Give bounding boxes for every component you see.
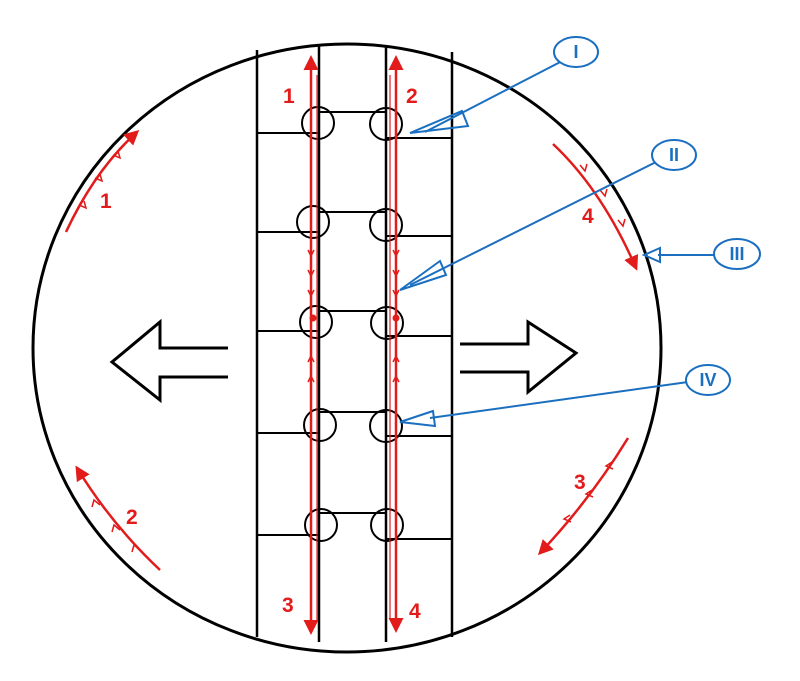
callout-label-4: IV (699, 370, 716, 390)
flow-label-top-right: 2 (406, 85, 418, 108)
callout-2: II (399, 139, 697, 291)
callout-4: IV (399, 364, 731, 428)
hollow-arrow-right-icon (460, 319, 579, 396)
edge-flows (64, 129, 639, 571)
edge-flow-upper-right (552, 143, 639, 271)
node-circle (296, 205, 330, 239)
center-dot (392, 314, 400, 322)
flow-label-arc-lower-left: 2 (126, 506, 138, 529)
flow-lines (303, 55, 404, 635)
flow-label-bottom-right: 4 (409, 600, 421, 623)
callout-label-2: II (669, 145, 679, 165)
edge-flow-upper-left (64, 129, 140, 233)
callout-1: I (409, 36, 599, 134)
center-dot (309, 314, 317, 322)
cell-grid-lines (257, 111, 452, 540)
callout-label-3: III (729, 244, 744, 264)
node-circle (299, 305, 333, 339)
flow-chevrons (307, 249, 400, 383)
callout-label-1: I (573, 42, 578, 62)
callout-3: III (641, 238, 761, 270)
outer-circle (31, 42, 663, 654)
flow-label-arc-upper-right: 4 (582, 205, 594, 228)
flow-label-arc-lower-right: 3 (574, 471, 586, 494)
flow-label-top-left: 1 (283, 85, 295, 108)
hollow-arrow-left-icon (109, 318, 228, 404)
edge-flow-lower-left (75, 465, 161, 571)
edge-flow-lower-right (537, 437, 630, 556)
edge-flow-chevrons (78, 150, 626, 553)
flow-label-arc-upper-left: 1 (100, 190, 112, 213)
vertical-strip (255, 45, 454, 642)
flow-label-bottom-left: 3 (282, 594, 294, 617)
